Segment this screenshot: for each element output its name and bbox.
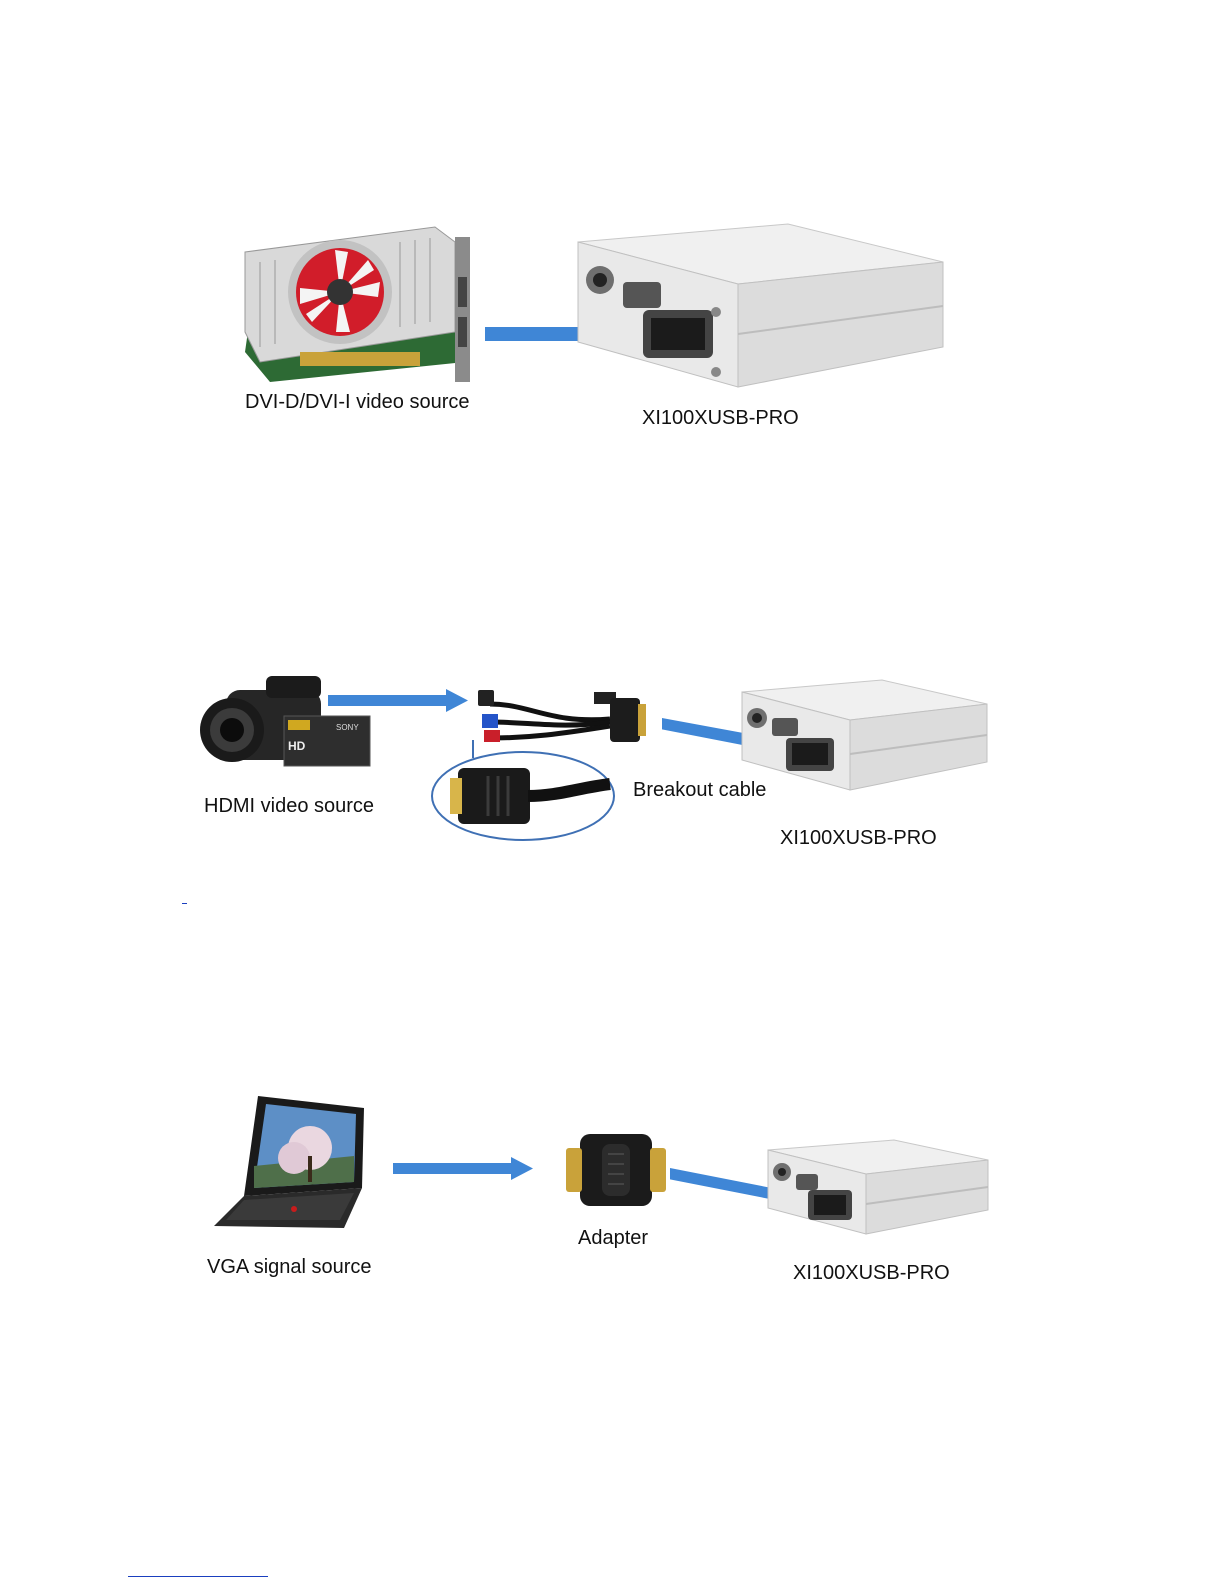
vga-adapter-icon — [566, 1130, 666, 1210]
diagram-vga: VGA signal source Adapter XI100XUSB-PRO — [0, 0, 1225, 1300]
source-label: VGA signal source — [207, 1256, 372, 1279]
middle-label: Adapter — [578, 1227, 648, 1250]
laptop-icon — [214, 1096, 366, 1231]
target-label: XI100XUSB-PRO — [793, 1262, 950, 1285]
arrow-icon — [393, 1156, 533, 1182]
footer-link-underline — [128, 1576, 268, 1577]
capture-box-icon — [752, 1138, 992, 1238]
